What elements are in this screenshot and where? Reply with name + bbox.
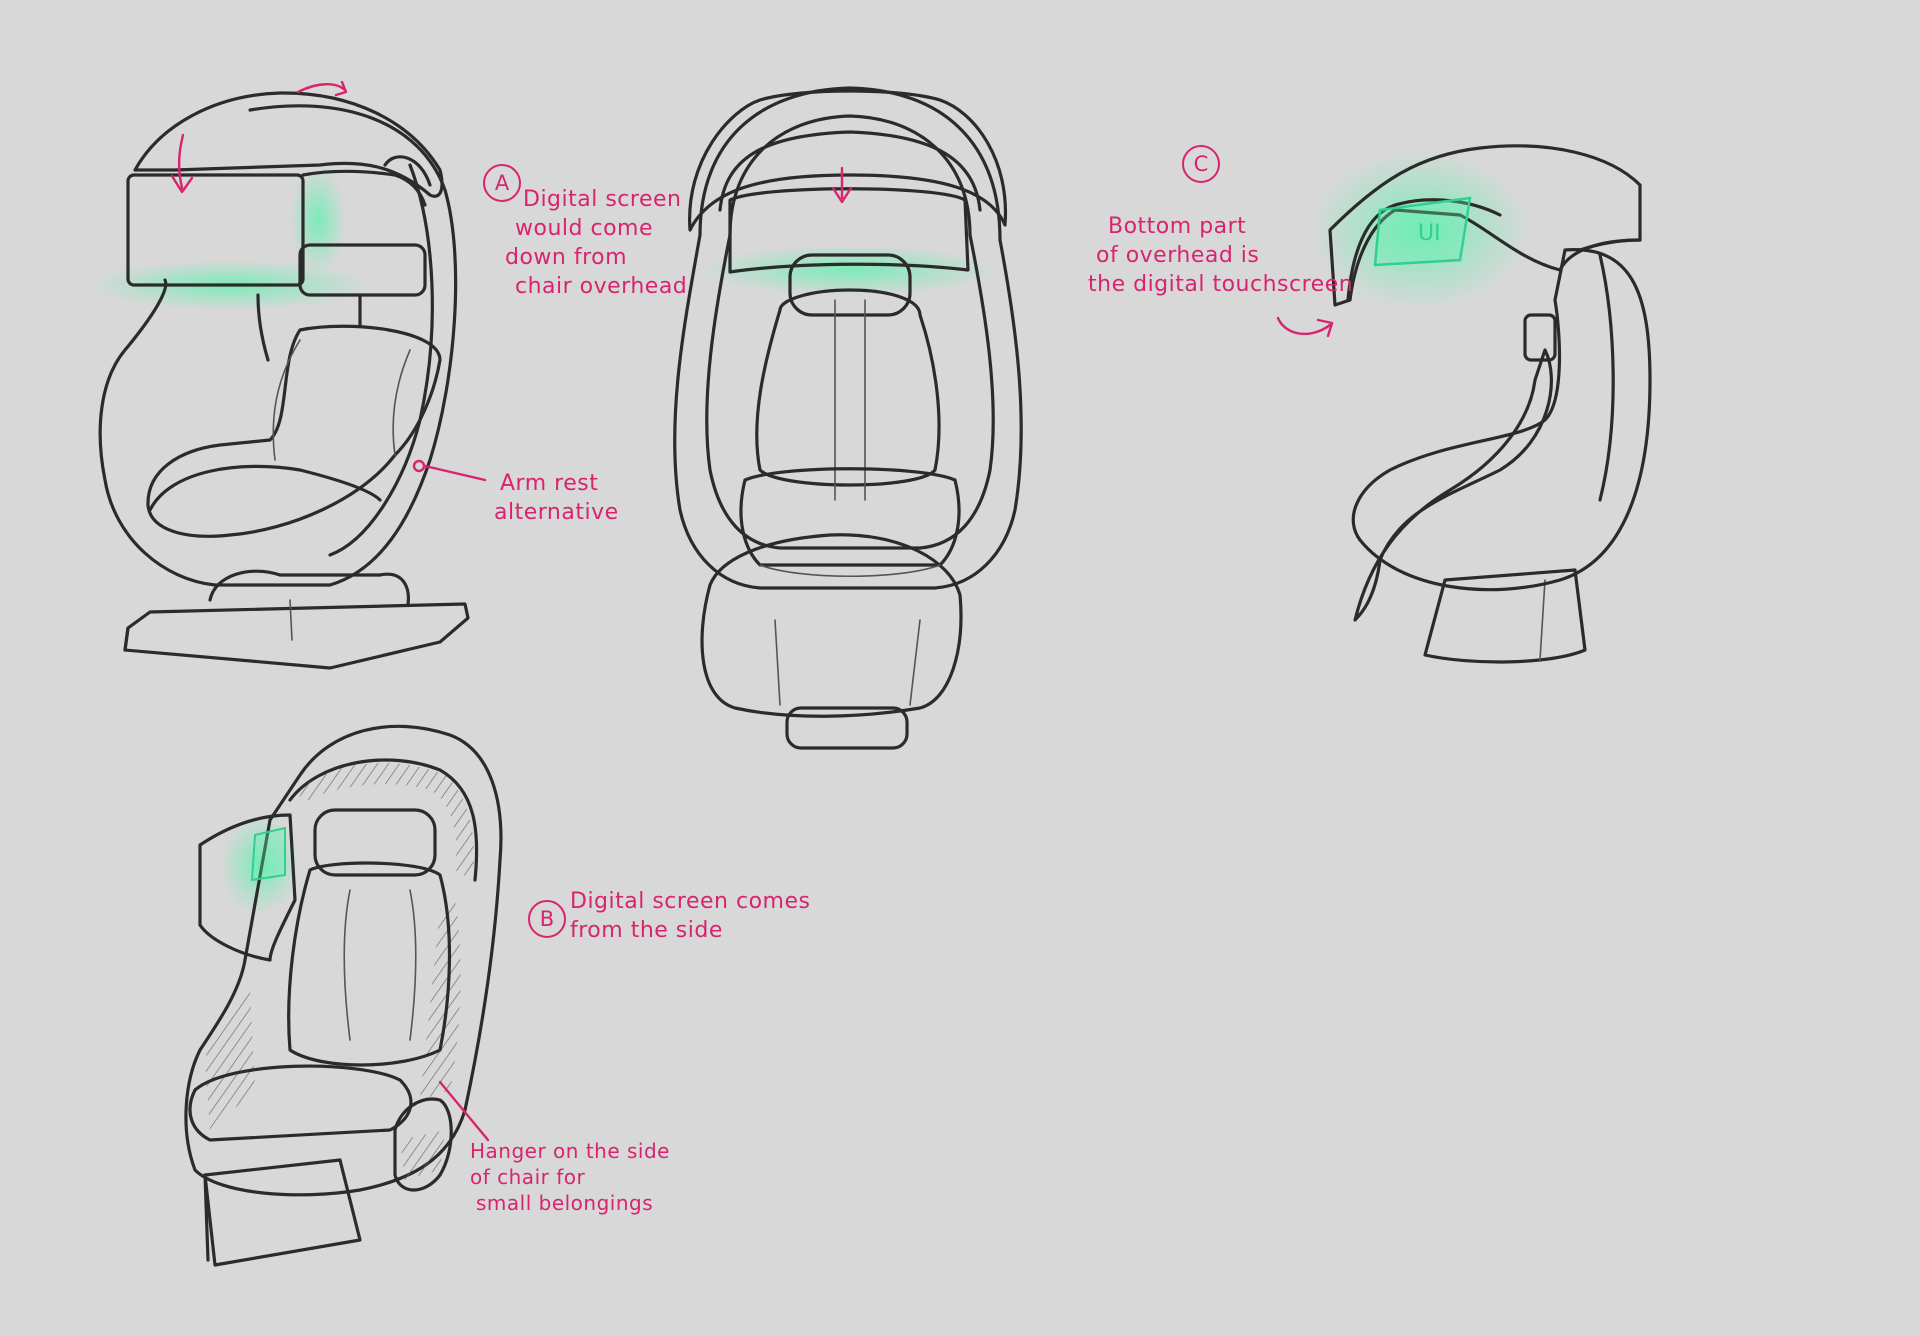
annotation-armrest-line-1: Arm rest	[500, 471, 599, 496]
chair-front-sketch	[673, 86, 1023, 750]
annotation-c-line-3: the digital touchscreen	[1088, 272, 1354, 297]
chair-b-sketch	[184, 724, 503, 1267]
annotation-armrest-line-2: alternative	[494, 500, 619, 525]
annotation-a-line-2: would come	[515, 216, 653, 241]
annotation-hanger-line-1: Hanger on the side	[470, 1139, 670, 1163]
annotation-b-line-1: Digital screen comes	[570, 889, 811, 914]
chair-c-sketch: UI	[1276, 144, 1652, 664]
annotation-b: Digital screen comes from the side	[570, 887, 810, 945]
annotation-hanger-line-2: of chair for	[470, 1165, 586, 1189]
annotation-c-line-1: Bottom part	[1108, 214, 1247, 239]
ui-screen-label: UI	[1418, 221, 1441, 246]
annotation-armrest: Arm rest alternative	[494, 469, 619, 527]
annotation-b-line-2: from the side	[570, 918, 723, 943]
annotation-hanger-line-3: small belongings	[476, 1191, 654, 1215]
annotation-a-line-3: down from	[505, 245, 628, 270]
annotation-hanger: Hanger on the side of chair for small be…	[470, 1138, 670, 1216]
badge-c: C	[1182, 145, 1220, 183]
badge-b: B	[528, 900, 566, 938]
badge-a: A	[483, 164, 521, 202]
annotation-a: Digital screen would come down from chai…	[505, 185, 687, 301]
chair-a-sketch	[90, 80, 487, 670]
annotation-a-line-1: Digital screen	[523, 187, 682, 212]
annotation-c: Bottom part of overhead is the digital t…	[1088, 212, 1353, 299]
annotation-c-line-2: of overhead is	[1096, 243, 1260, 268]
annotation-a-line-4: chair overhead	[515, 274, 688, 299]
